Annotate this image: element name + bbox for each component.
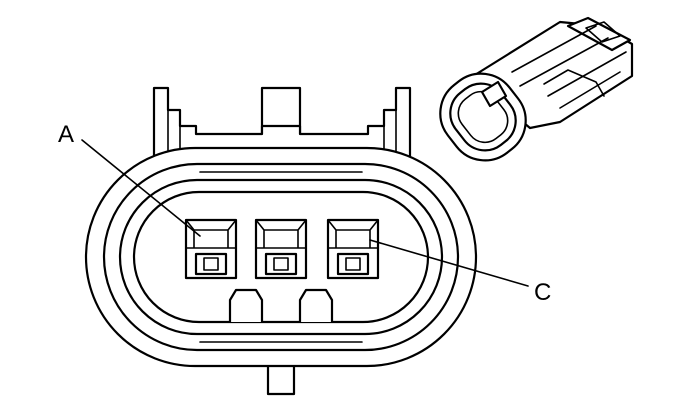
key-bump-left bbox=[228, 288, 264, 322]
leader-line-a bbox=[81, 139, 201, 237]
iso-latch-slot bbox=[585, 21, 621, 43]
terminal-b bbox=[254, 218, 308, 280]
housing-ring-2 bbox=[118, 178, 444, 336]
connector-iso-view bbox=[439, 16, 634, 162]
iso-rib-2 bbox=[543, 69, 621, 109]
iso-face-inner bbox=[449, 82, 517, 152]
callout-c: C bbox=[369, 239, 551, 306]
terminal-c bbox=[326, 218, 380, 280]
key-bump-right bbox=[298, 288, 334, 322]
housing-ring-1 bbox=[102, 162, 460, 352]
iso-face-core bbox=[457, 90, 509, 144]
iso-rib-1 bbox=[511, 25, 627, 97]
callout-label-c: C bbox=[534, 279, 551, 306]
top-latch-outline bbox=[152, 86, 412, 162]
iso-latch bbox=[566, 16, 632, 52]
terminal-a bbox=[184, 218, 238, 280]
connector-face-view bbox=[84, 86, 478, 396]
leader-line-c bbox=[369, 239, 529, 287]
iso-face-key bbox=[480, 80, 508, 108]
callout-a: A bbox=[58, 121, 201, 237]
callout-label-a: A bbox=[58, 121, 74, 148]
bottom-tab bbox=[266, 360, 296, 396]
